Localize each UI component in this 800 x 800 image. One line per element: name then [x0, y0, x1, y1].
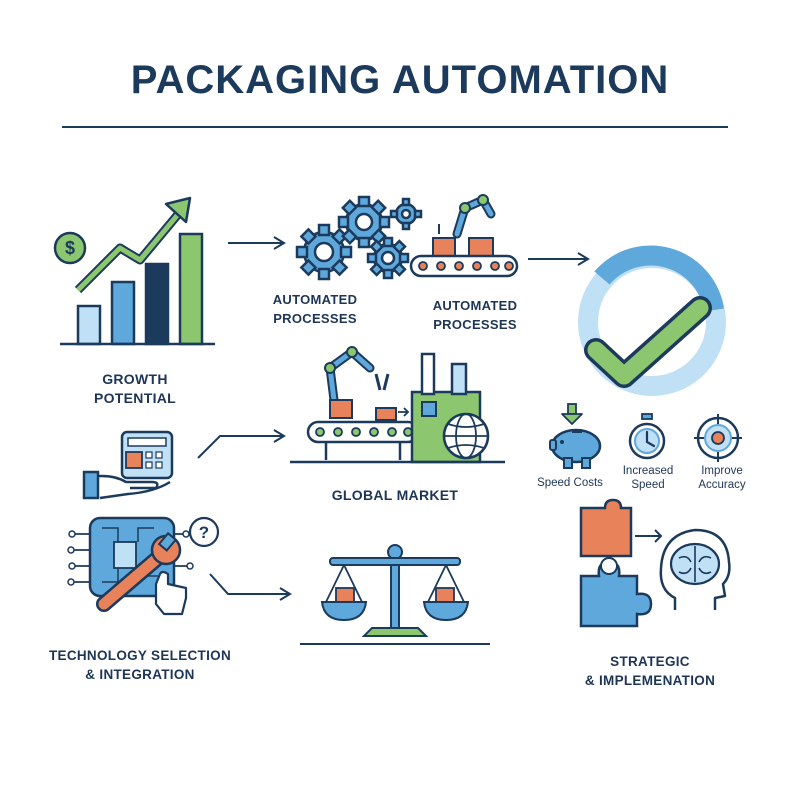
- strategic-line1: STRATEGIC: [610, 654, 690, 669]
- arrow-icon: [528, 252, 590, 266]
- growth-label-line1: GROWTH: [102, 371, 168, 387]
- increased-speed-label: Increased Speed: [610, 464, 686, 492]
- strategic-label: STRATEGIC & IMPLEMENATION: [560, 652, 740, 690]
- increased-speed-line2: Speed: [631, 479, 665, 491]
- increased-speed-line1: Increased: [622, 465, 674, 477]
- growth-chart-icon: $: [53, 196, 215, 346]
- improve-accuracy-label: Improve Accuracy: [684, 464, 760, 492]
- global-market-label: GLOBAL MARKET: [331, 487, 459, 503]
- target-icon: [694, 414, 742, 462]
- improve-line1: Improve: [701, 465, 743, 477]
- improve-line2: Accuracy: [698, 479, 746, 491]
- dollar-icon: $: [65, 238, 75, 258]
- growth-label-line2: POTENTIAL: [93, 390, 177, 406]
- robot-conveyor-icon: [409, 194, 519, 278]
- automated-processes-label-1: AUTOMATED PROCESSES: [250, 290, 380, 328]
- page-title: PACKAGING AUTOMATION: [130, 58, 670, 102]
- speed-costs-label: Speed Costs: [537, 477, 603, 489]
- hand-calculator-icon: [82, 430, 174, 500]
- factory-globe-icon: [290, 346, 505, 464]
- balance-scale-icon: [300, 544, 490, 645]
- arrow-icon: [197, 429, 286, 459]
- title-divider: [62, 126, 728, 128]
- auto2-line2: PROCESSES: [433, 317, 517, 332]
- strategic-line2: & IMPLEMENATION: [584, 673, 716, 688]
- auto2-line1: AUTOMATED: [432, 298, 518, 313]
- auto1-line2: PROCESSES: [273, 311, 357, 326]
- stopwatch-icon: [628, 413, 666, 460]
- question-icon: ?: [199, 523, 209, 542]
- checkmark-ring-icon: [578, 245, 726, 396]
- puzzle-brain-icon: [579, 498, 731, 628]
- tech-line2: & INTEGRATION: [85, 667, 195, 682]
- gears-icon: [295, 195, 423, 281]
- automated-processes-label-2: AUTOMATED PROCESSES: [405, 296, 545, 334]
- arrow-icon: [228, 236, 286, 250]
- growth-label: GROWTH POTENTIAL: [60, 370, 210, 408]
- technology-label: TECHNOLOGY SELECTION & INTEGRATION: [40, 646, 240, 684]
- auto1-line1: AUTOMATED: [272, 292, 358, 307]
- circuit-wrench-icon: ?: [67, 516, 220, 616]
- tech-line1: TECHNOLOGY SELECTION: [48, 648, 231, 663]
- arrow-icon: [209, 573, 292, 601]
- piggy-bank-icon: [549, 403, 602, 469]
